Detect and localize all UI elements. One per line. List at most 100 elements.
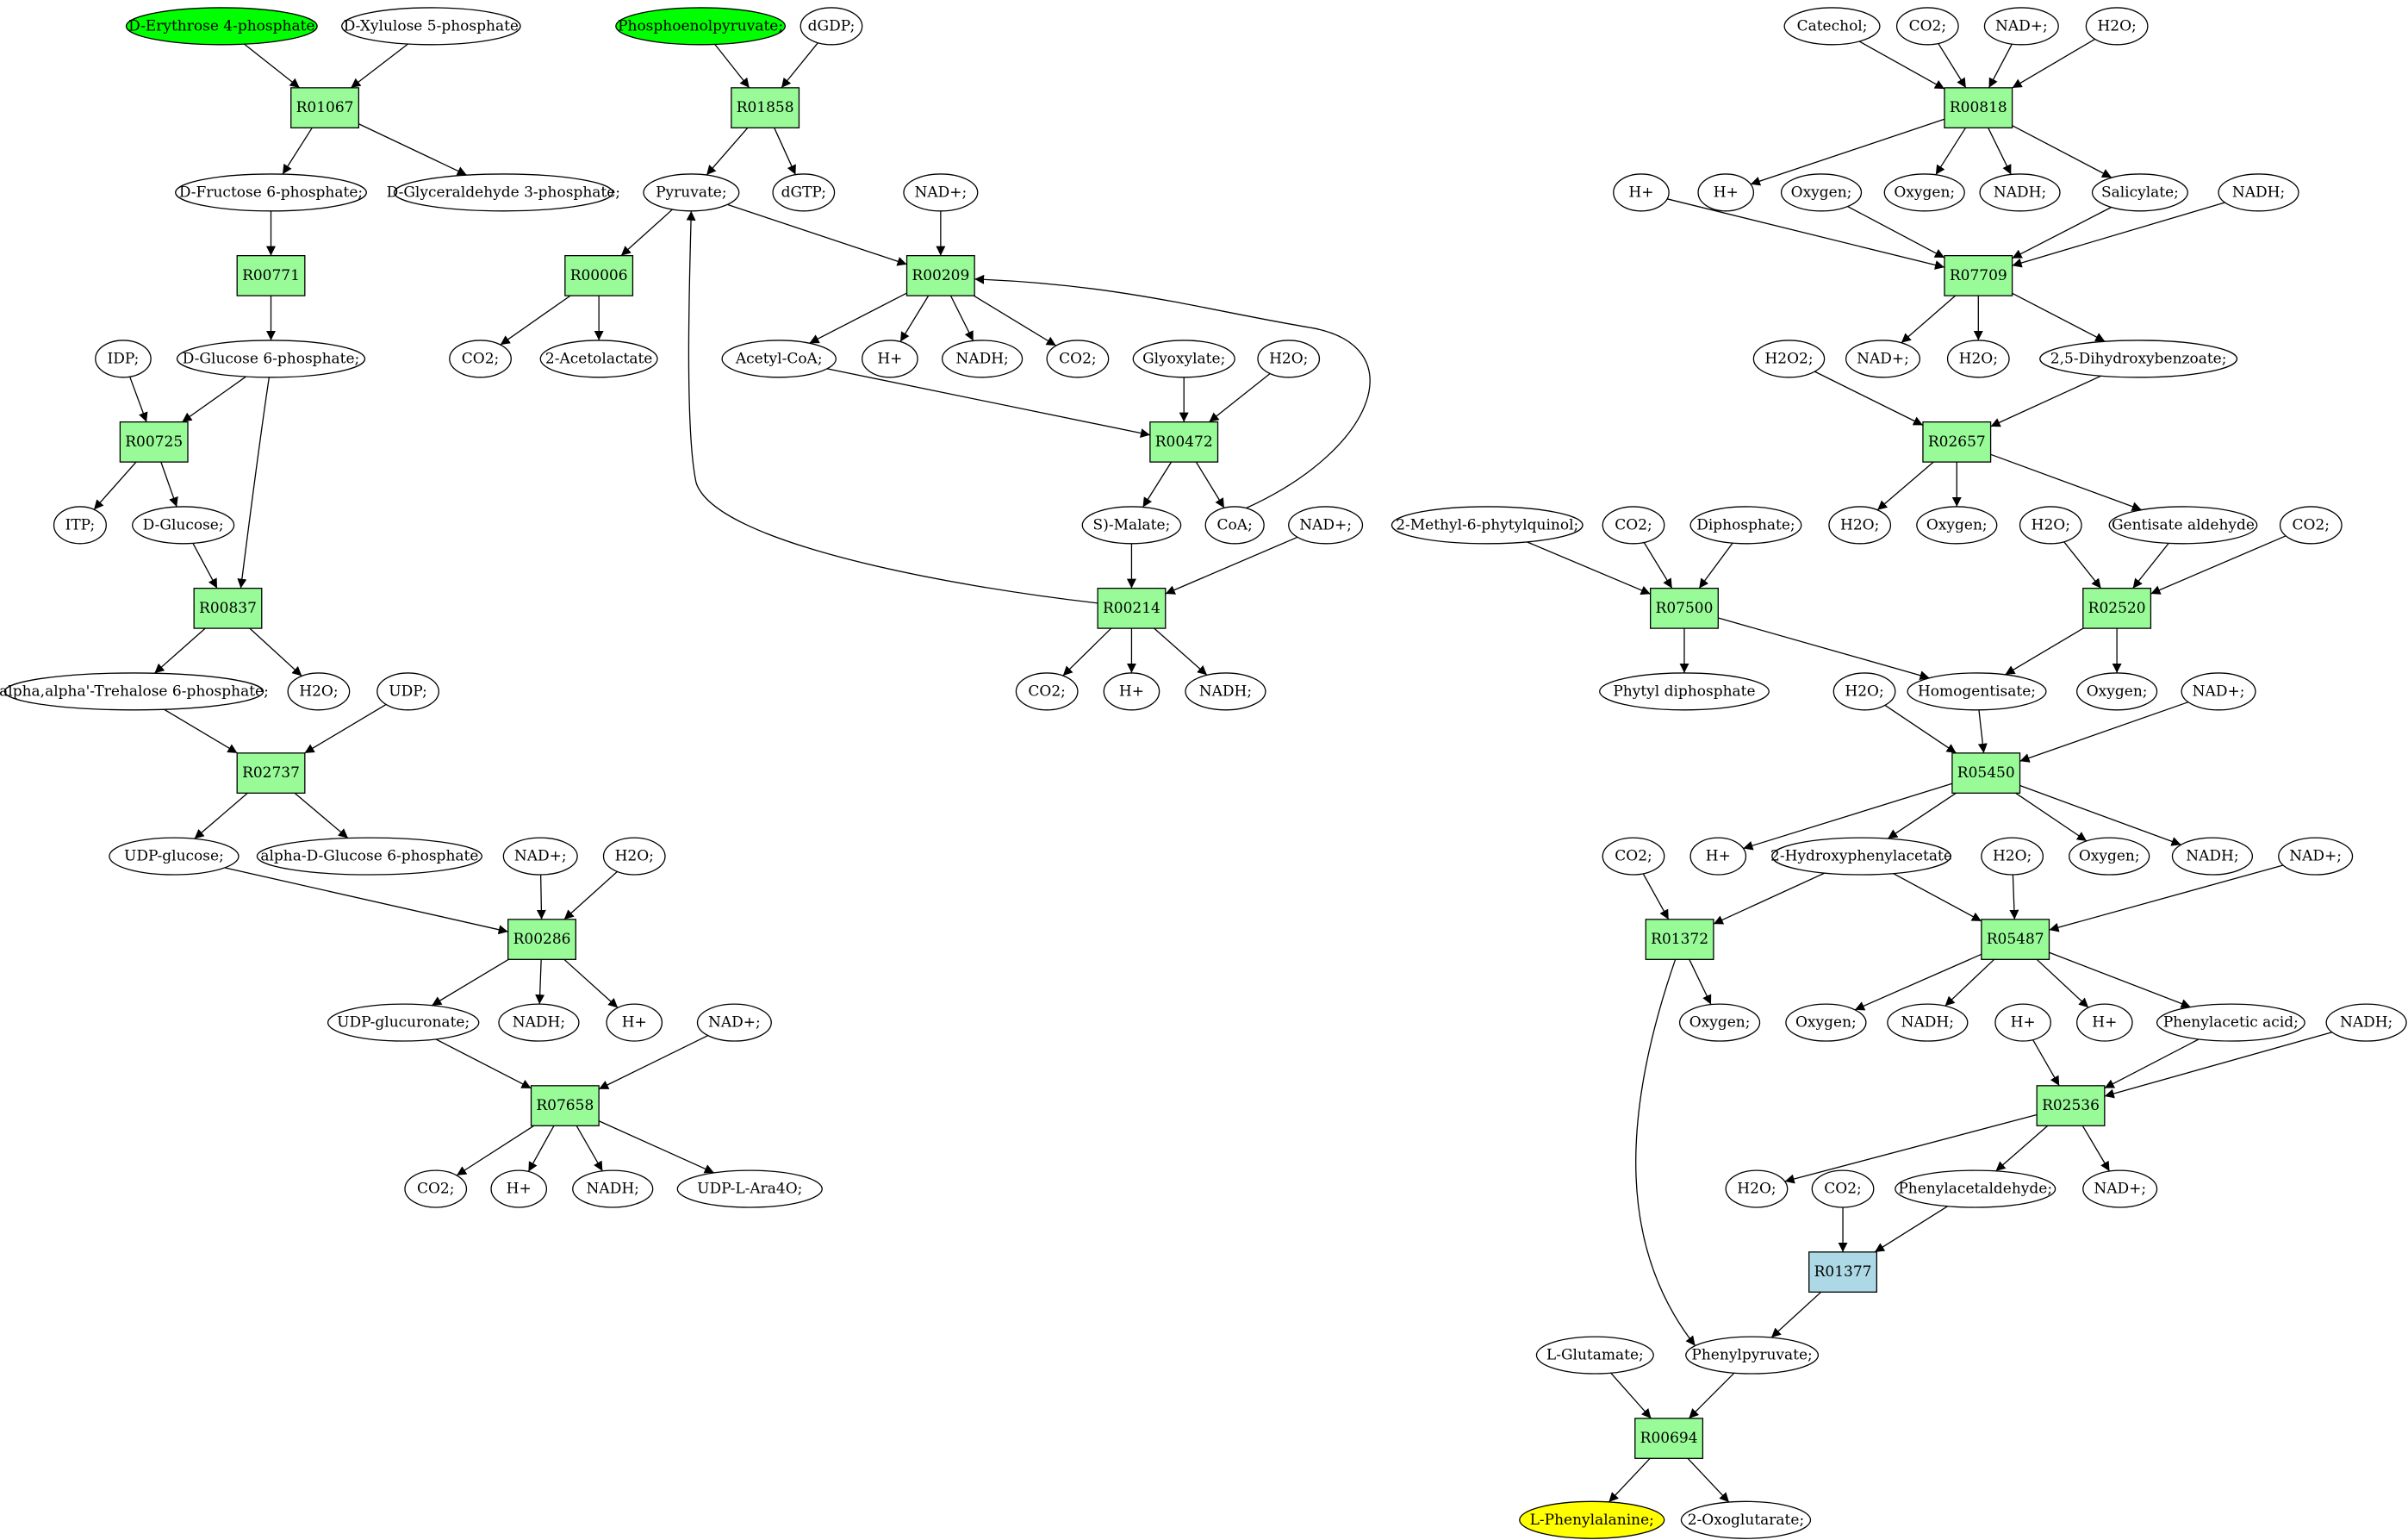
compound-node-n_h_450[interactable]: H+ <box>1689 837 1747 876</box>
compound-node-n_h_818[interactable]: H+ <box>1697 173 1755 212</box>
compound-node-n_phdp[interactable]: Phytyl diphosphate <box>1599 672 1770 711</box>
compound-node-n_nadh_536[interactable]: NADH; <box>2325 1003 2407 1042</box>
compound-node-n_co2_209[interactable]: CO2; <box>1046 340 1110 378</box>
compound-node-n_udpglc[interactable]: UDP-glucose; <box>109 837 240 876</box>
compound-node-n_dgtp[interactable]: dGTP; <box>772 173 836 212</box>
reaction-node-r_R00286[interactable]: R00286 <box>507 919 576 960</box>
compound-node-n_co2_818[interactable]: CO2; <box>1895 7 1959 46</box>
compound-node-n_co2_500[interactable]: CO2; <box>1602 506 1665 545</box>
compound-node-n_accoa[interactable]: Acetyl-CoA; <box>721 340 837 378</box>
compound-node-n_h_286[interactable]: H+ <box>606 1003 663 1042</box>
compound-node-n_o2_520[interactable]: Oxygen; <box>2076 672 2158 711</box>
compound-node-n_coa[interactable]: CoA; <box>1204 506 1265 545</box>
reaction-node-r_R07709[interactable]: R07709 <box>1944 254 2013 296</box>
compound-node-n_udpgluc[interactable]: UDP-glucuronate; <box>327 1003 480 1042</box>
compound-node-n_h_658[interactable]: H+ <box>490 1169 548 1208</box>
compound-node-n_nad_709[interactable]: NAD+; <box>1845 340 1921 378</box>
compound-node-n_co2_377[interactable]: CO2; <box>1811 1169 1875 1208</box>
reaction-node-r_R00006[interactable]: R00006 <box>564 254 634 296</box>
reaction-node-r_R01377[interactable]: R01377 <box>1808 1251 1878 1293</box>
compound-node-n_nadh_818[interactable]: NADH; <box>1979 173 2061 212</box>
compound-node-n_dhb[interactable]: 2,5-Dihydroxybenzoate; <box>2039 340 2238 378</box>
compound-node-n_dgdp[interactable]: dGDP; <box>800 7 863 46</box>
compound-node-n_paald[interactable]: Phenylacetaldehyde; <box>1895 1169 2056 1208</box>
compound-node-n_h2o_837[interactable]: H2O; <box>287 672 351 711</box>
compound-node-n_co2_658[interactable]: CO2; <box>404 1169 468 1208</box>
compound-node-n_phe[interactable]: L-Phenylalanine; <box>1519 1500 1665 1539</box>
compound-node-n_nadh_214[interactable]: NADH; <box>1185 672 1266 711</box>
compound-node-n_o2_818[interactable]: Oxygen; <box>1883 173 1965 212</box>
reaction-node-r_R02657[interactable]: R02657 <box>1922 421 1992 463</box>
compound-node-n_nad_658[interactable]: NAD+; <box>696 1003 772 1042</box>
compound-node-n_o2_657[interactable]: Oxygen; <box>1916 506 1998 545</box>
compound-node-n_udp[interactable]: UDP; <box>376 672 439 711</box>
compound-node-n_nad_286[interactable]: NAD+; <box>502 837 578 876</box>
compound-node-n_nadh_709[interactable]: NADH; <box>2218 173 2299 212</box>
compound-node-n_udpara[interactable]: UDP-L-Ara4O; <box>676 1169 823 1208</box>
compound-node-n_h_209[interactable]: H+ <box>862 340 918 378</box>
compound-node-n_h2o_286[interactable]: H2O; <box>602 837 666 876</box>
compound-node-n_nad_818[interactable]: NAD+; <box>1983 7 2059 46</box>
compound-node-n_paa[interactable]: Phenylacetic acid; <box>2156 1003 2305 1042</box>
reaction-node-r_R00209[interactable]: R00209 <box>905 254 975 296</box>
compound-node-n_acl[interactable]: 2-Acetolactate <box>539 340 658 378</box>
compound-node-n_h2o_709[interactable]: H2O; <box>1946 340 2010 378</box>
reaction-node-r_R00837[interactable]: R00837 <box>193 587 263 629</box>
compound-node-n_x5p[interactable]: D-Xylulose 5-phosphate <box>341 7 521 46</box>
compound-node-n_h2o_520[interactable]: H2O; <box>2019 506 2082 545</box>
compound-node-n_nadh_658[interactable]: NADH; <box>572 1169 654 1208</box>
compound-node-n_itp[interactable]: ITP; <box>53 506 107 545</box>
compound-node-n_pep[interactable]: Phosphoenolpyruvate; <box>615 7 787 46</box>
compound-node-n_nad_214[interactable]: NAD+; <box>1288 506 1364 545</box>
compound-node-n_2og[interactable]: 2-Oxoglutarate; <box>1680 1500 1812 1539</box>
compound-node-n_co2_520[interactable]: CO2; <box>2279 506 2343 545</box>
compound-node-n_h2o_536[interactable]: H2O; <box>1725 1169 1789 1208</box>
compound-node-n_h_214[interactable]: H+ <box>1103 672 1160 711</box>
compound-node-n_h2o_450[interactable]: H2O; <box>1832 672 1896 711</box>
compound-node-n_pyr[interactable]: Pyruvate; <box>643 173 740 212</box>
compound-node-n_nadh_286[interactable]: NADH; <box>498 1003 580 1042</box>
reaction-node-r_R07500[interactable]: R07500 <box>1650 587 1719 629</box>
compound-node-n_h2o_487[interactable]: H2O; <box>1981 837 2044 876</box>
compound-node-n_o2_372[interactable]: Oxygen; <box>1678 1003 1761 1042</box>
reaction-node-r_R01858[interactable]: R01858 <box>731 87 800 128</box>
compound-node-n_f6p[interactable]: D-Fructose 6-phosphate; <box>175 173 367 212</box>
compound-node-n_h2o_657[interactable]: H2O; <box>1828 506 1892 545</box>
compound-node-n_o2_709[interactable]: Oxygen; <box>1780 173 1863 212</box>
compound-node-n_t6p[interactable]: alpha,alpha'-Trehalose 6-phosphate; <box>0 672 269 711</box>
reaction-node-r_R00472[interactable]: R00472 <box>1149 421 1219 463</box>
reaction-node-r_R00818[interactable]: R00818 <box>1944 87 2013 128</box>
compound-node-n_nad_450[interactable]: NAD+; <box>2181 672 2256 711</box>
compound-node-n_nad_536[interactable]: NAD+; <box>2082 1169 2158 1208</box>
reaction-node-r_R07658[interactable]: R07658 <box>530 1085 600 1126</box>
compound-node-n_nad_487[interactable]: NAD+; <box>2278 837 2354 876</box>
reaction-node-r_R00214[interactable]: R00214 <box>1097 587 1167 629</box>
compound-node-n_hga[interactable]: Homogentisate; <box>1907 672 2047 711</box>
reaction-node-r_R02737[interactable]: R02737 <box>236 752 306 794</box>
compound-node-n_nadh_487[interactable]: NADH; <box>1887 1003 1969 1042</box>
compound-node-n_h2o2[interactable]: H2O2; <box>1752 340 1826 378</box>
compound-node-n_sal[interactable]: Salicylate; <box>2091 173 2188 212</box>
compound-node-n_co2_214[interactable]: CO2; <box>1015 672 1079 711</box>
reaction-node-r_R02536[interactable]: R02536 <box>2036 1085 2106 1126</box>
compound-node-n_o2_487[interactable]: Oxygen; <box>1785 1003 1867 1042</box>
compound-node-n_g6p[interactable]: D-Glucose 6-phosphate; <box>176 340 366 378</box>
reaction-node-r_R00771[interactable]: R00771 <box>236 254 306 296</box>
compound-node-n_mal[interactable]: S)-Malate; <box>1081 506 1182 545</box>
reaction-node-r_R01067[interactable]: R01067 <box>290 87 360 128</box>
compound-node-n_co2_006[interactable]: CO2; <box>449 340 512 378</box>
compound-node-n_ppyr[interactable]: Phenylpyruvate; <box>1685 1336 1820 1375</box>
compound-node-n_ag6p[interactable]: alpha-D-Glucose 6-phosphate <box>256 837 482 876</box>
compound-node-n_hpa[interactable]: 2-Hydroxyphenylacetate <box>1770 837 1952 876</box>
compound-node-n_o2_450[interactable]: Oxygen; <box>2069 837 2150 876</box>
compound-node-n_h_709a[interactable]: H+ <box>1613 173 1670 212</box>
compound-node-n_nadh_209[interactable]: NADH; <box>941 340 1024 378</box>
compound-node-n_h_487[interactable]: H+ <box>2076 1003 2133 1042</box>
reaction-node-r_R05450[interactable]: R05450 <box>1951 752 2021 794</box>
compound-node-n_h2o_472[interactable]: H2O; <box>1257 340 1321 378</box>
compound-node-n_e4p[interactable]: D-Erythrose 4-phosphate <box>125 7 318 46</box>
compound-node-n_glc[interactable]: D-Glucose; <box>132 506 235 545</box>
compound-node-n_glyox[interactable]: Glyoxylate; <box>1132 340 1235 378</box>
compound-node-n_idp[interactable]: IDP; <box>95 340 152 378</box>
compound-node-n_mpq[interactable]: 2-Methyl-6-phytylquinol; <box>1391 506 1584 545</box>
